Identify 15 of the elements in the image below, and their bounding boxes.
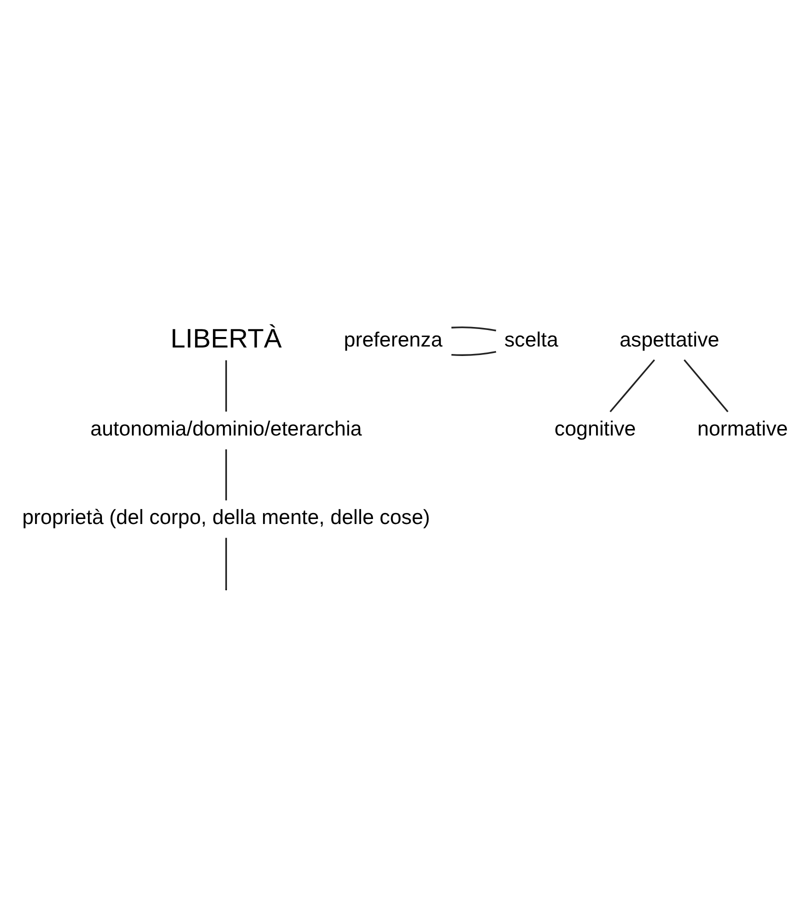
node-text: normative — [696, 418, 788, 441]
connector — [609, 359, 655, 412]
node-text: preferenza — [343, 328, 442, 352]
connector — [224, 538, 226, 590]
connector — [450, 326, 496, 332]
connector — [450, 350, 496, 356]
node-text: cognitive — [554, 418, 636, 441]
node-text: aspettative — [619, 328, 719, 352]
connector — [683, 359, 728, 412]
connector — [224, 449, 226, 500]
node-text: proprietà (del corpo, della mente, delle cose) — [22, 506, 430, 530]
node-text: LIBERTÀ — [170, 324, 282, 354]
node-text: autonomia/dominio/eterarchia — [90, 418, 362, 441]
connector — [224, 360, 226, 412]
node-text: scelta — [504, 328, 558, 352]
